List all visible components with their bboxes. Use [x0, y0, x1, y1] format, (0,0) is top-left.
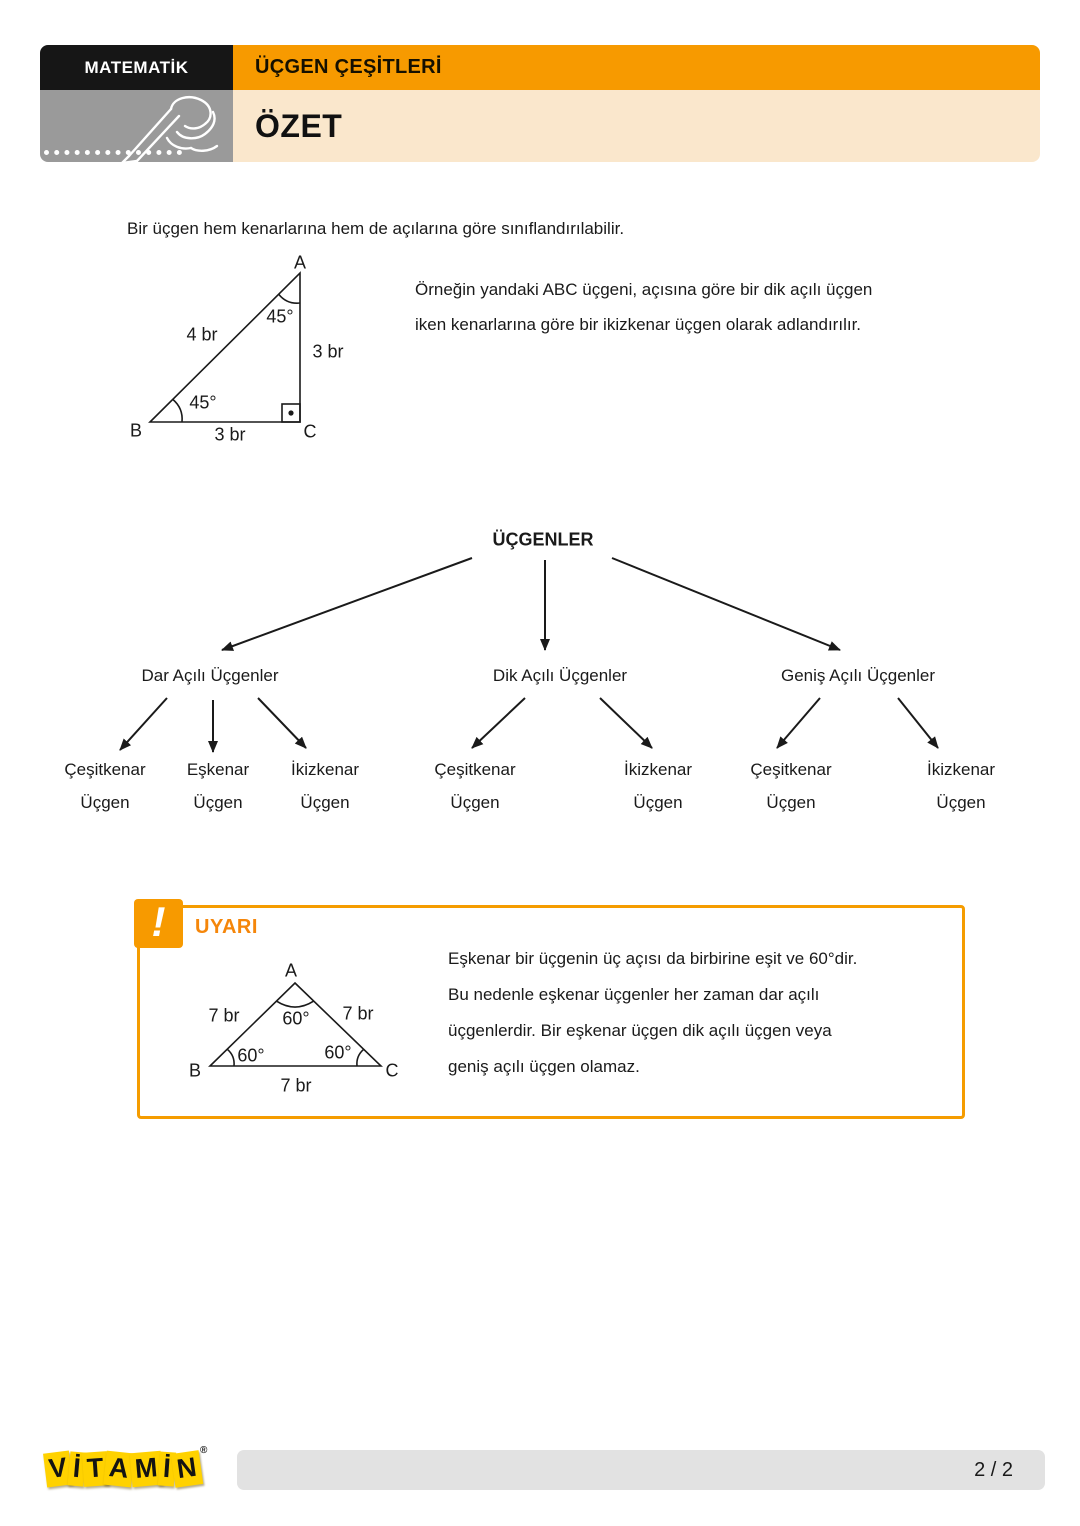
side-bc-label: 7 br: [280, 1075, 312, 1096]
section-label: ÖZET: [255, 107, 343, 144]
page-number: 2 / 2: [974, 1458, 1013, 1481]
vertex-b-label: B: [188, 1060, 202, 1081]
tree-branch-right: Dik Açılı Üçgenler: [492, 666, 628, 685]
angle-b-label: 45°: [189, 392, 217, 413]
leaf-obtuse-scalene-2: Üçgen: [766, 793, 816, 812]
vertex-a-label: A: [284, 960, 298, 981]
topic-label: ÜÇGEN ÇEŞİTLERİ: [255, 56, 442, 78]
intro-text: Bir üçgen hem kenarlarına hem de açıları…: [127, 219, 625, 238]
logo-letter: N: [170, 1450, 203, 1488]
tree-branch-obtuse: Geniş Açılı Üçgenler: [780, 666, 936, 685]
header-icon-box: [40, 90, 233, 162]
warning-paragraph: Eşkenar bir üçgenin üç açısı da birbirin…: [448, 941, 960, 1085]
angle-a-label: 45°: [266, 306, 294, 327]
side-bc-label: 3 br: [214, 424, 246, 445]
vitamin-logo: V İ T A M İ N ®: [43, 1443, 208, 1495]
example-paragraph: Örneğin yandaki ABC üçgeni, açısına göre…: [415, 272, 995, 342]
leaf-right-scalene-2: Üçgen: [450, 793, 500, 812]
vertex-a-label: A: [293, 252, 307, 273]
tree-branch-acute: Dar Açılı Üçgenler: [141, 666, 279, 685]
side-ab-label: 4 br: [186, 324, 218, 345]
leaf-right-isosceles-2: Üçgen: [633, 793, 683, 812]
leaf-obtuse-isosceles-1: İkizkenar: [926, 760, 996, 779]
angle-c-label: 60°: [324, 1042, 352, 1063]
footer-bar: 2 / 2: [237, 1450, 1045, 1490]
right-triangle-figure: A B C 4 br 3 br 3 br 45° 45°: [129, 252, 390, 450]
angle-a-label: 60°: [282, 1008, 310, 1029]
angle-b-label: 60°: [237, 1045, 265, 1066]
subject-label: MATEMATİK: [84, 57, 189, 77]
warning-line-2: Bu nedenle eşkenar üçgenler her zaman da…: [448, 985, 820, 1004]
side-ac-label: 3 br: [312, 341, 344, 362]
warning-title: UYARI: [195, 916, 258, 938]
tree-arrows: [119, 557, 939, 753]
section-banner: ÖZET: [233, 90, 1040, 162]
triangle-classification-tree: ÜÇGENLER Dar Açılı Üçgenler Dik Açılı Üç…: [40, 520, 1040, 820]
leaf-acute-scalene-2: Üçgen: [80, 793, 130, 812]
leaf-right-isosceles-1: İkizkenar: [623, 760, 693, 779]
dotted-line: [44, 150, 182, 155]
right-triangle-drawing: [148, 271, 301, 423]
leaf-acute-equilateral-2: Üçgen: [193, 793, 243, 812]
vertex-c-label: C: [303, 421, 317, 442]
example-line-2: iken kenarlarına göre bir ikizkenar üçge…: [415, 315, 862, 334]
subject-box: MATEMATİK: [40, 45, 233, 90]
leaf-obtuse-isosceles-2: Üçgen: [936, 793, 986, 812]
warning-tab: !: [134, 899, 183, 948]
registered-mark: ®: [200, 1445, 208, 1456]
equilateral-triangle-drawing: [208, 981, 383, 1067]
leaf-acute-scalene-1: Çeşitkenar: [64, 760, 146, 779]
leaf-acute-equilateral-1: Eşkenar: [186, 760, 250, 779]
warning-box: ! UYARI A B C 7 br 7 br 7 br 60° 60° 60°…: [134, 899, 965, 1119]
vertex-b-label: B: [129, 420, 143, 441]
warning-line-3: üçgenlerdir. Bir eşkenar üçgen dik açılı…: [448, 1021, 832, 1040]
vertex-c-label: C: [385, 1060, 399, 1081]
warning-line-1: Eşkenar bir üçgenin üç açısı da birbirin…: [448, 949, 858, 968]
equilateral-triangle-figure: A B C 7 br 7 br 7 br 60° 60° 60°: [189, 960, 423, 1096]
side-ac-label: 7 br: [342, 1003, 374, 1024]
side-ab-label: 7 br: [208, 1005, 240, 1026]
exclamation-icon: !: [151, 897, 166, 945]
leaf-obtuse-scalene-1: Çeşitkenar: [750, 760, 832, 779]
example-line-1: Örneğin yandaki ABC üçgeni, açısına göre…: [415, 280, 873, 299]
warning-line-4: geniş açılı üçgen olamaz.: [448, 1057, 640, 1076]
topic-bar: ÜÇGEN ÇEŞİTLERİ: [233, 45, 1040, 90]
leaf-right-scalene-1: Çeşitkenar: [434, 760, 516, 779]
tree-root-label: ÜÇGENLER: [492, 529, 594, 550]
leaf-acute-isosceles-2: Üçgen: [300, 793, 350, 812]
leaf-acute-isosceles-1: İkizkenar: [290, 760, 360, 779]
